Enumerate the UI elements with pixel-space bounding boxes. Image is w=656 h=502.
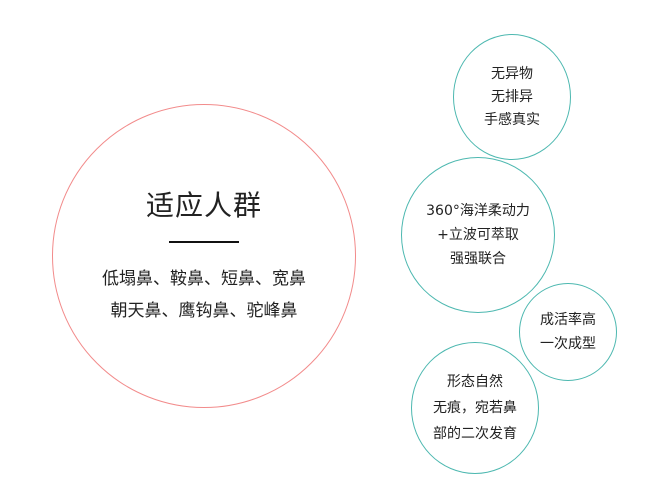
- feature-circle-material: 360°海洋柔动力 +立波可萃取 强强联合: [401, 157, 555, 313]
- feature-circle-natural-shape: 形态自然 无痕，宛若鼻 部的二次发育: [411, 342, 539, 474]
- nose-types-line-2: 朝天鼻、鹰钩鼻、驼峰鼻: [110, 300, 298, 321]
- feature-text: 强强联合: [450, 251, 506, 267]
- feature-text: 无异物: [491, 65, 533, 82]
- feature-text: 一次成型: [540, 336, 596, 352]
- feature-text: 手感真实: [484, 111, 540, 128]
- feature-text: 部的二次发育: [433, 426, 517, 442]
- nose-types-line-1: 低塌鼻、鞍鼻、短鼻、宽鼻: [102, 268, 306, 289]
- feature-text: 无痕，宛若鼻: [433, 400, 517, 416]
- title-divider: [169, 240, 239, 243]
- feature-text: 无排异: [491, 88, 533, 105]
- feature-text: +立波可萃取: [437, 227, 519, 243]
- feature-text: 成活率高: [540, 312, 596, 328]
- feature-circle-survival-rate: 成活率高 一次成型: [519, 283, 617, 381]
- target-group-circle: 适应人群 低塌鼻、鞍鼻、短鼻、宽鼻 朝天鼻、鹰钩鼻、驼峰鼻: [52, 104, 356, 408]
- feature-circle-no-rejection: 无异物 无排异 手感真实: [453, 34, 571, 160]
- feature-text: 360°海洋柔动力: [426, 203, 530, 219]
- target-group-title: 适应人群: [145, 188, 262, 222]
- feature-text: 形态自然: [447, 374, 503, 390]
